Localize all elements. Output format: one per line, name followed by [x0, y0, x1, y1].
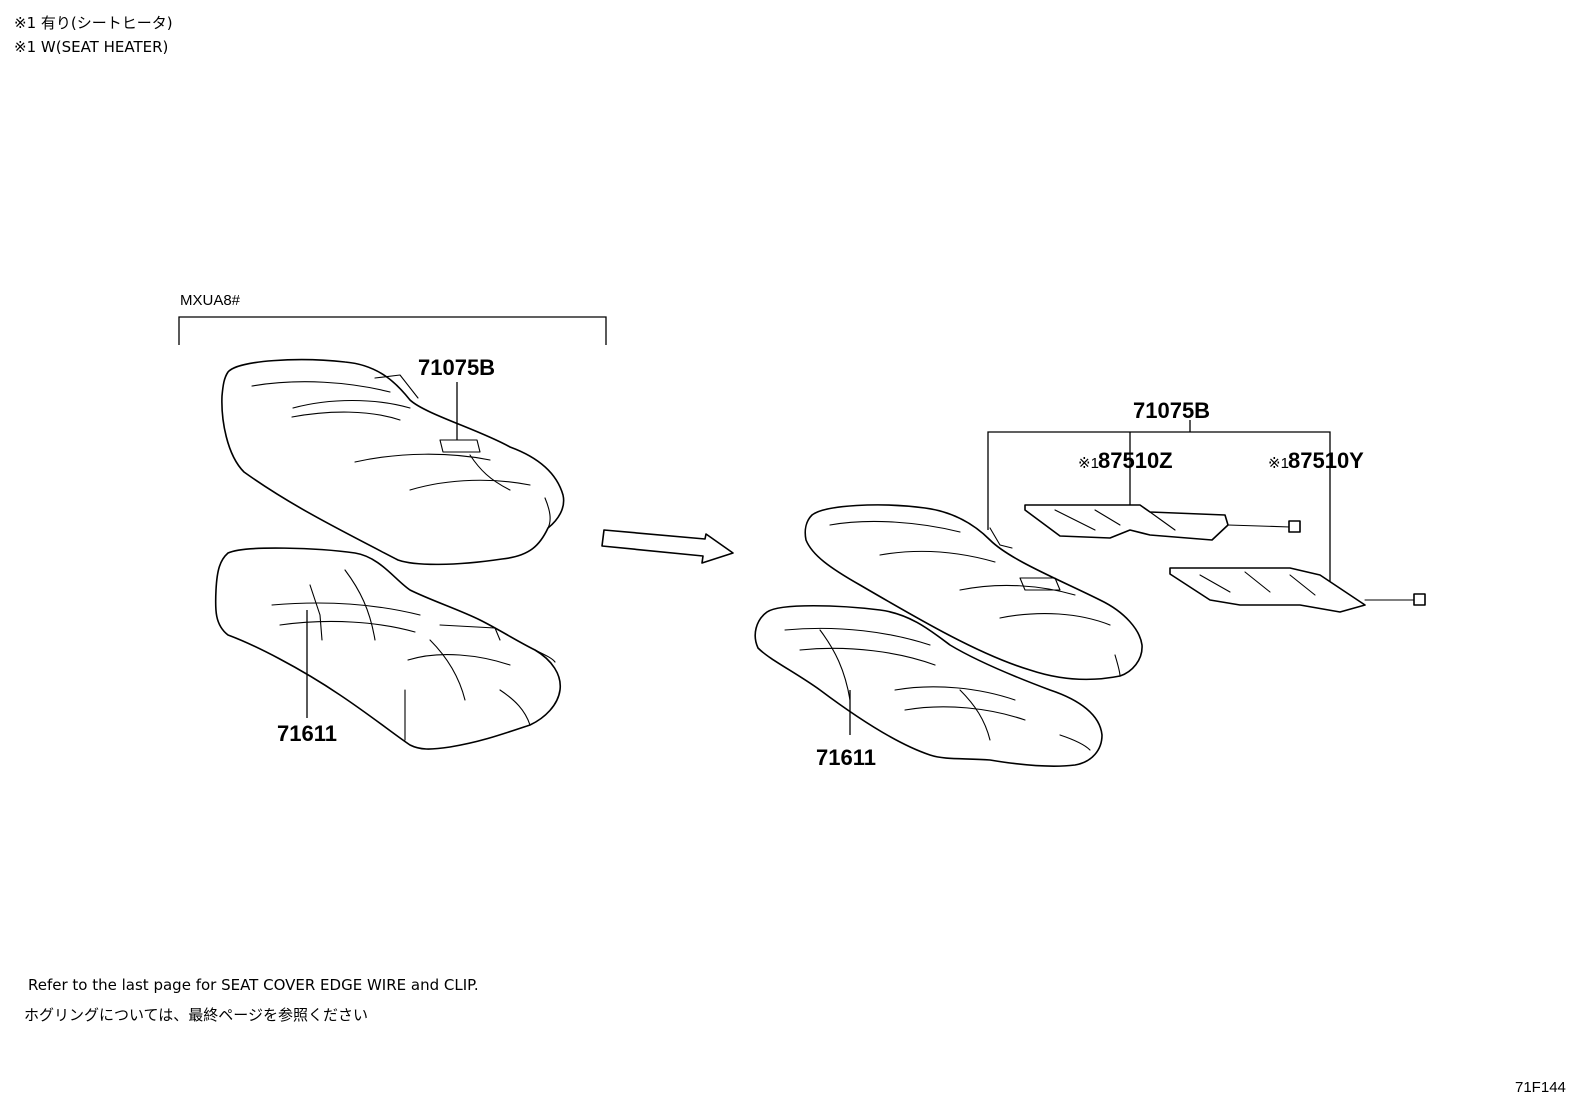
left-cushion-part-number: 71611 [277, 721, 337, 746]
assembly-arrow [601, 529, 734, 564]
heater-a-prefix: ※1 [1078, 455, 1099, 472]
heater-b-part-number: 87510Y [1288, 448, 1364, 473]
heater-b-prefix: ※1 [1268, 455, 1289, 472]
right-cushion-part-number: 71611 [816, 745, 876, 770]
header-note-en: ※1 W(SEAT HEATER) [14, 38, 168, 56]
footer-note-en: Refer to the last page for SEAT COVER ED… [28, 976, 479, 994]
left-cover-part-number: 71075B [418, 355, 495, 380]
heater-a-connector [1288, 520, 1301, 533]
heater-pad-b-drawing [1169, 567, 1426, 613]
heater-pad-a-drawing [1024, 504, 1301, 541]
left-seat-cushion-drawing [214, 547, 561, 750]
left-seat-cover-drawing [221, 358, 565, 566]
footer-note-jp: ホグリングについては、最終ページを参照ください [24, 1006, 368, 1024]
model-group-label: MXUA8# [180, 292, 241, 309]
right-cover-part-number: 71075B [1133, 398, 1210, 423]
figure-id: 71F144 [1515, 1079, 1566, 1096]
header-note-jp: ※1 有り(シートヒータ) [14, 14, 173, 32]
model-bracket [178, 316, 607, 345]
right-seat-cover-drawing [804, 504, 1143, 681]
heater-b-connector [1413, 593, 1426, 606]
heater-a-part-number: 87510Z [1098, 448, 1173, 473]
right-seat-cushion-drawing [754, 604, 1103, 767]
right-cover-bracket [987, 431, 1331, 600]
